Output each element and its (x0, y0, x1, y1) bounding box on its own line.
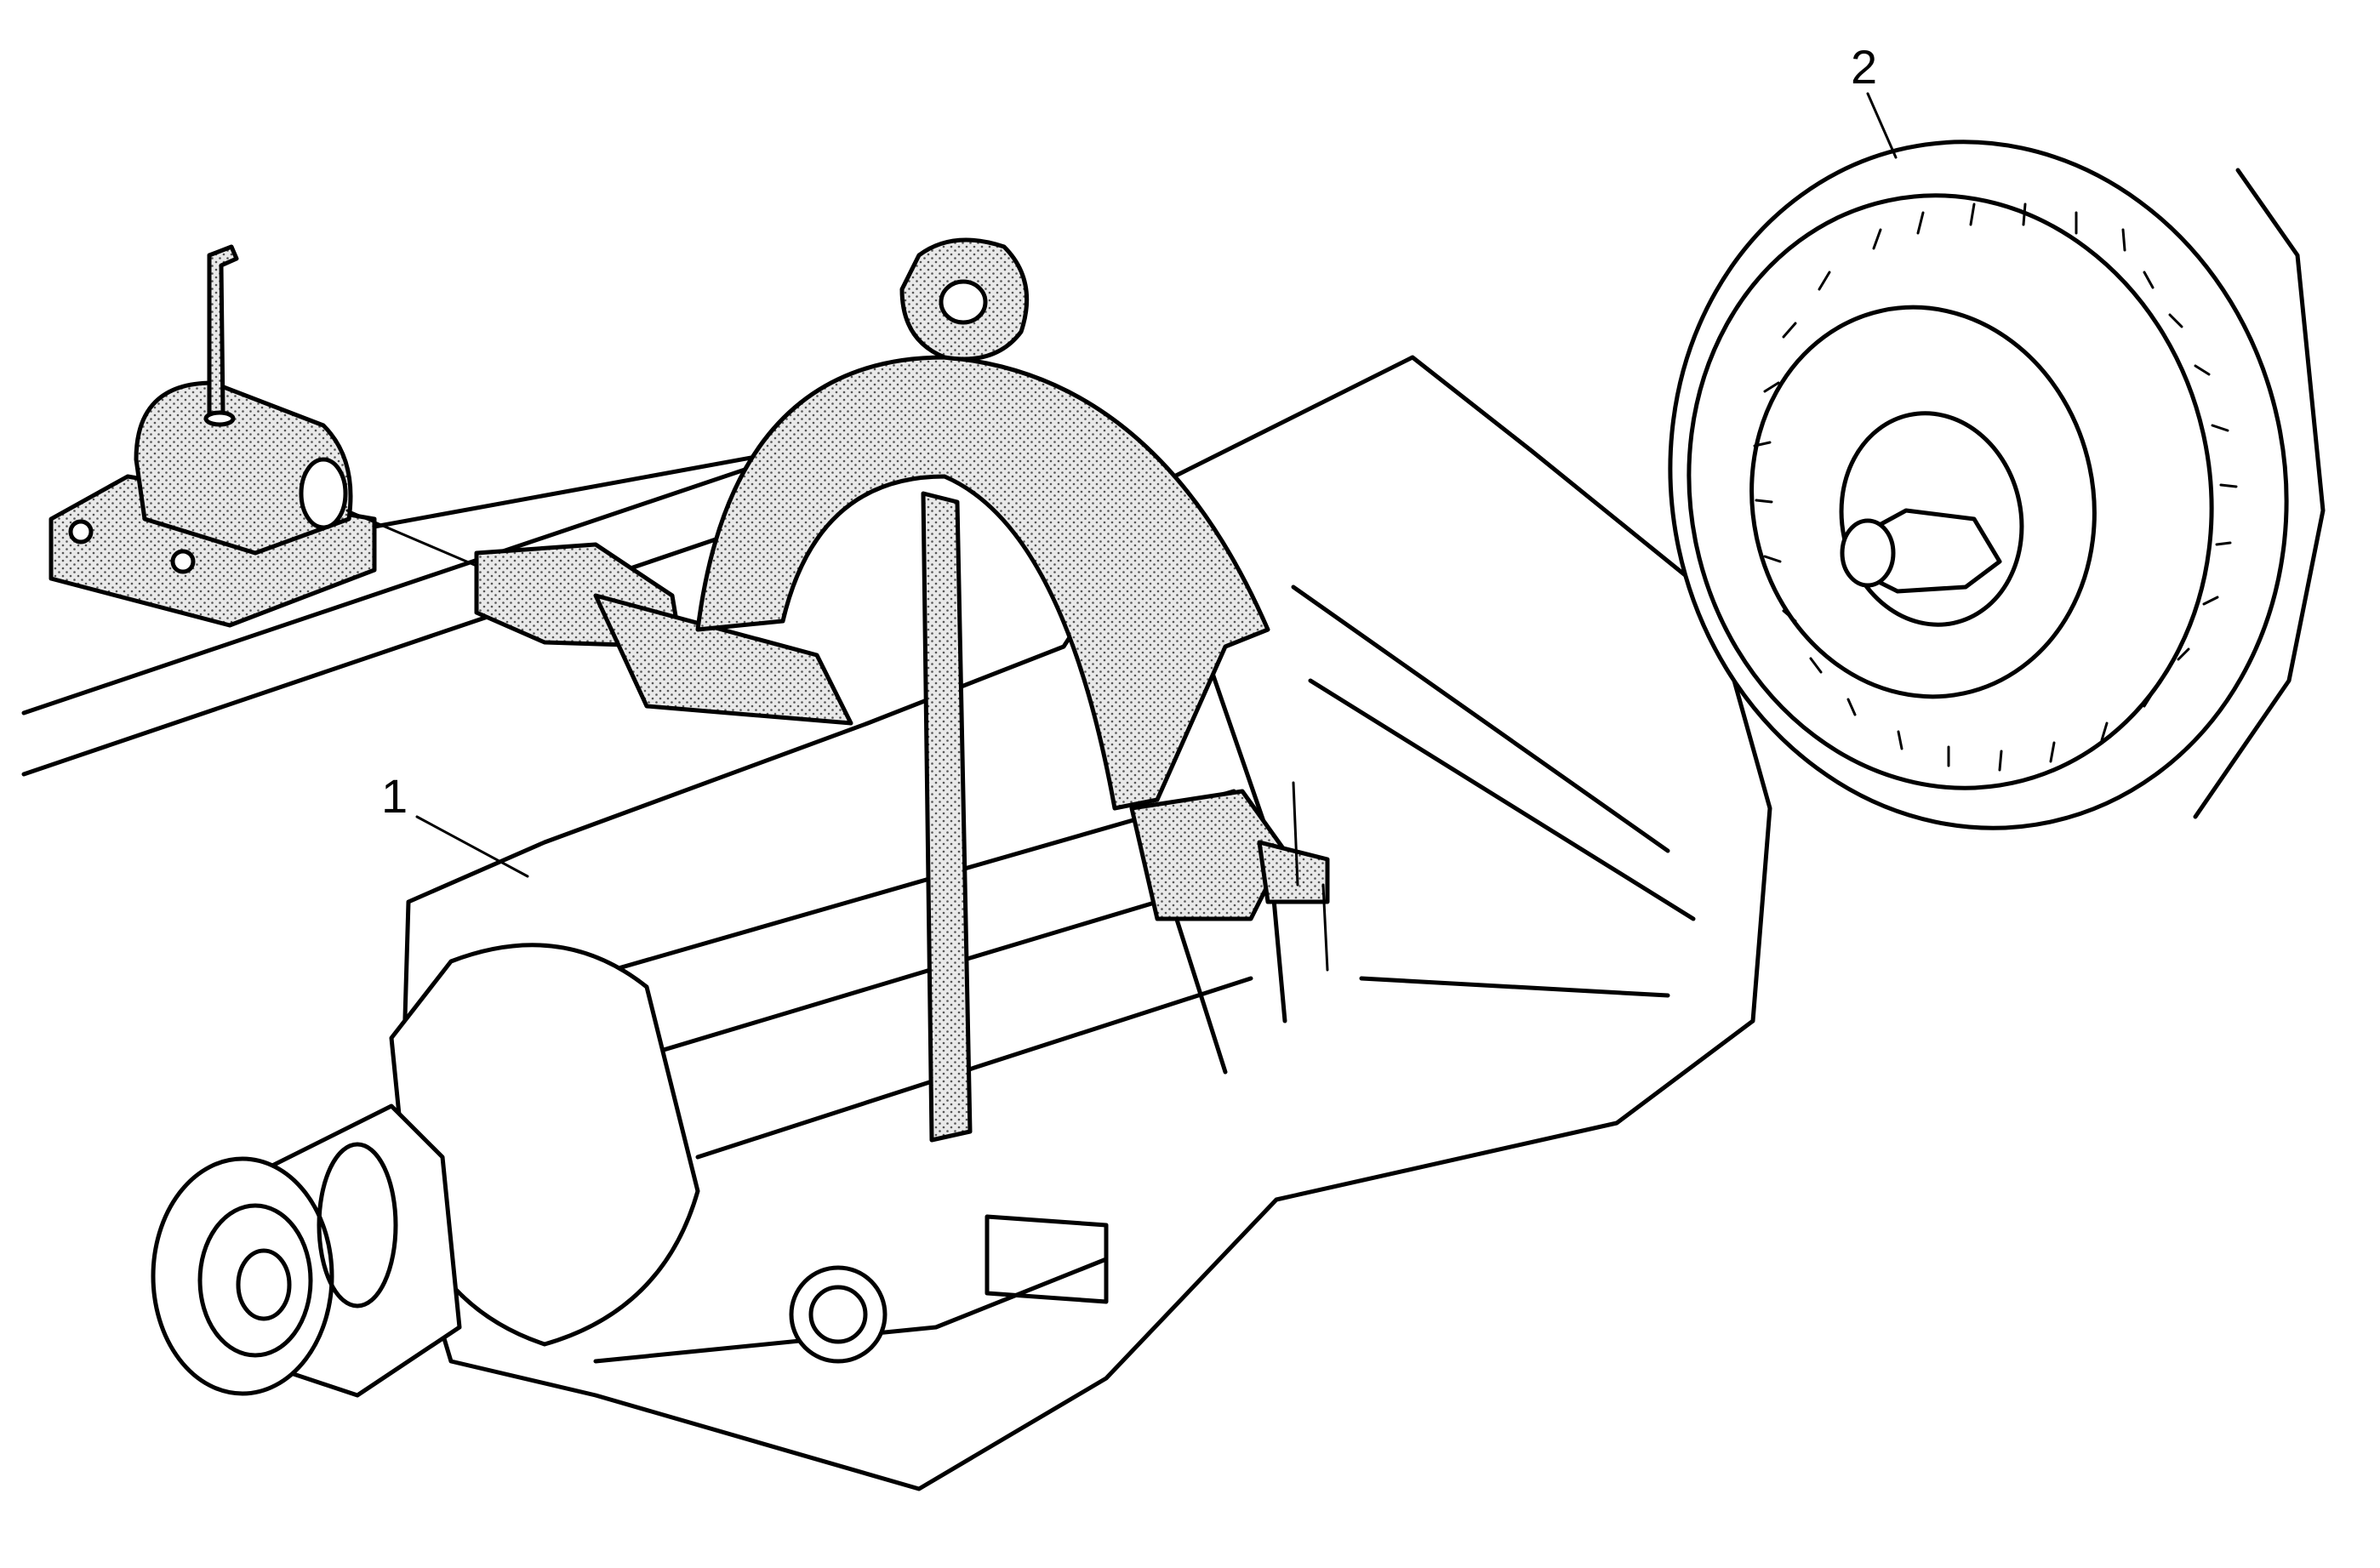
callout-1-leader (415, 815, 529, 878)
transmission-body (389, 355, 1772, 1491)
lifting-fixture (695, 237, 1330, 1143)
callout-2-label: 2 (1851, 40, 1877, 94)
output-tail-housing (151, 1103, 462, 1398)
callout-1-label: 1 (381, 769, 408, 823)
torque-converter (1668, 140, 2326, 830)
fixture-shaft (474, 542, 853, 726)
fixture-base-block (49, 244, 377, 628)
converter-fin-marks (1753, 202, 2238, 772)
callout-2-leader (1866, 92, 1898, 159)
callout-leaders (415, 92, 1898, 878)
